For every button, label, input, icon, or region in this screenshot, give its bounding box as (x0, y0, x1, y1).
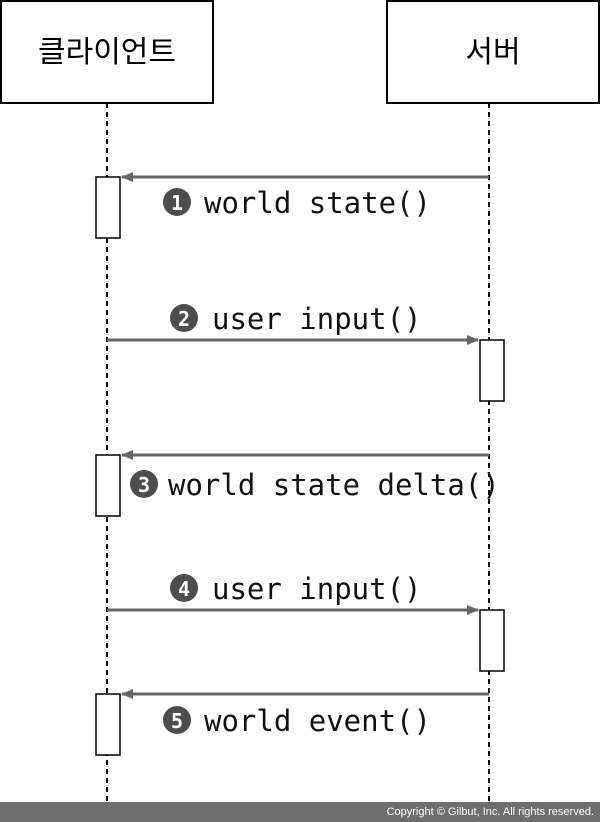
message-2-label: user input() (212, 302, 422, 336)
participant-server: 서버 (386, 0, 600, 104)
message-5-badge (163, 706, 191, 734)
server-activation-2 (479, 609, 505, 672)
participant-client-label: 클라이언트 (38, 35, 176, 70)
participant-client: 클라이언트 (0, 0, 214, 104)
server-activation-1 (479, 339, 505, 402)
copyright-text: Copyright © Gilbut, Inc. All rights rese… (386, 806, 594, 818)
message-4-badge (170, 574, 198, 602)
copyright-footer: Copyright © Gilbut, Inc. All rights rese… (0, 802, 600, 822)
client-activation-3 (95, 693, 121, 756)
message-3-label: world state delta() (168, 468, 500, 502)
message-4-number: 4 (178, 577, 190, 601)
message-3: 3 world state delta() (121, 450, 500, 502)
message-5: 5 world event() (121, 689, 489, 738)
client-activation-1 (95, 176, 121, 239)
message-1: 1 world state() (121, 172, 489, 220)
message-4: 4 user input() (107, 572, 479, 615)
message-3-number: 3 (138, 473, 150, 497)
message-2-number: 2 (178, 307, 190, 331)
message-1-label: world state() (204, 186, 431, 220)
message-1-badge (163, 188, 191, 216)
message-1-number: 1 (171, 191, 183, 215)
message-5-number: 5 (171, 709, 183, 733)
message-2-badge (170, 304, 198, 332)
message-4-label: user input() (212, 572, 422, 606)
message-3-badge (130, 470, 158, 498)
sequence-diagram: 클라이언트 서버 1 world state() 2 user input() … (0, 0, 600, 802)
message-2: 2 user input() (107, 302, 479, 345)
message-5-label: world event() (204, 704, 431, 738)
participant-server-label: 서버 (465, 35, 520, 70)
client-activation-2 (95, 454, 121, 517)
